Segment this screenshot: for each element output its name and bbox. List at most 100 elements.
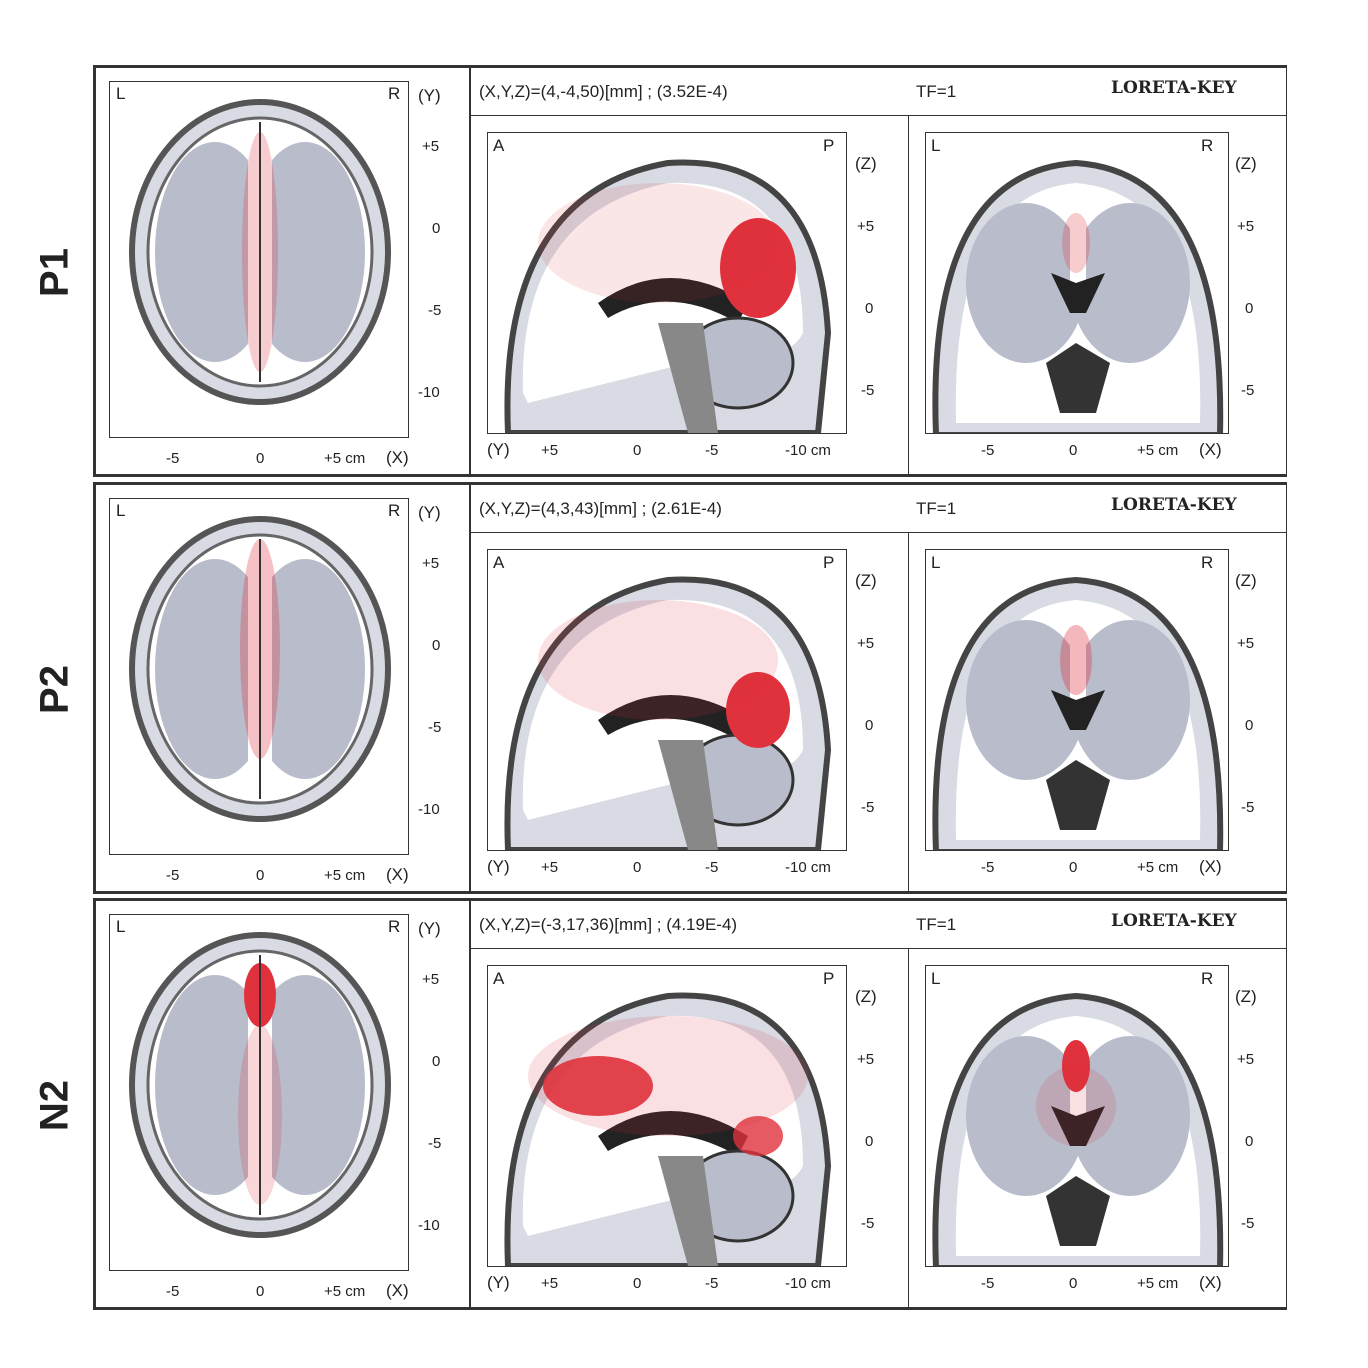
x-tick: -5 xyxy=(705,859,719,876)
activation-blob xyxy=(528,1016,808,1136)
row-label: N2 xyxy=(32,1079,77,1132)
info-header: (X,Y,Z)=(4,-4,50)[mm] ; (3.52E-4) TF=1 L… xyxy=(470,67,1287,117)
x-tick: -10 cm xyxy=(785,442,831,459)
y-tick: 0 xyxy=(432,1053,441,1070)
x-tick: -5 xyxy=(705,1275,719,1292)
info-header: (X,Y,Z)=(-3,17,36)[mm] ; (4.19E-4) TF=1 … xyxy=(470,900,1287,950)
sagittal-posterior-label: P xyxy=(823,136,835,155)
axial-y-axis-label: (Y) xyxy=(418,86,441,105)
activation-blob xyxy=(1062,213,1090,273)
figure-row: L R (Y) +5 0 -5 -10 -5 0 +5 cm (X) (X,Y,… xyxy=(93,898,1287,1310)
axial-y-axis-label: (Y) xyxy=(418,503,441,522)
activation-blob xyxy=(1062,1040,1090,1092)
axial-left-label: L xyxy=(116,917,126,936)
y-axis-label: (Y) xyxy=(487,1273,510,1292)
coronal-panel: L R (Z) +5 0 -5 -5 0 +5 cm (X) xyxy=(908,115,1287,475)
y-tick: -10 xyxy=(418,801,440,818)
x-tick: +5 xyxy=(541,442,559,459)
sagittal-slice-image xyxy=(487,965,847,1267)
x-axis-label: (X) xyxy=(1199,1273,1222,1292)
z-tick: +5 xyxy=(1237,218,1255,235)
sagittal-slice-image xyxy=(487,549,847,851)
y-tick: -10 xyxy=(418,1217,440,1234)
coronal-slice-image xyxy=(925,549,1229,851)
z-axis-label: (Z) xyxy=(855,154,877,173)
axial-slice-image xyxy=(109,914,409,1271)
tf-readout: TF=1 xyxy=(916,499,957,518)
x-tick: 0 xyxy=(1069,1275,1078,1292)
coronal-right-label: R xyxy=(1201,969,1214,988)
sagittal-panel: A P (Z) +5 0 -5 (Y) +5 0 -5 -10 cm xyxy=(470,115,909,475)
x-tick: 0 xyxy=(256,867,265,884)
x-tick: -10 cm xyxy=(785,1275,831,1292)
row-label: P2 xyxy=(32,665,77,714)
axial-brain-render xyxy=(129,516,391,822)
coronal-left-label: L xyxy=(931,553,941,572)
coronal-right-label: R xyxy=(1201,136,1214,155)
activation-blob xyxy=(1060,625,1092,695)
z-tick: -5 xyxy=(1241,382,1255,399)
figure-row: L R (Y) +5 0 -5 -10 -5 0 +5 cm (X) (X,Y,… xyxy=(93,65,1287,477)
info-header: (X,Y,Z)=(4,3,43)[mm] ; (2.61E-4) TF=1 LO… xyxy=(470,484,1287,534)
y-tick: +5 xyxy=(422,555,440,572)
z-tick: 0 xyxy=(1245,300,1254,317)
sagittal-panel: A P (Z) +5 0 -5 (Y) +5 0 -5 -10 cm xyxy=(470,532,909,892)
coordinates-readout: (X,Y,Z)=(4,3,43)[mm] ; (2.61E-4) xyxy=(479,499,722,518)
x-tick: 0 xyxy=(1069,442,1078,459)
axial-brain-render xyxy=(129,99,391,405)
z-tick: -5 xyxy=(1241,1215,1255,1232)
x-tick: -5 xyxy=(981,1275,995,1292)
z-tick: +5 xyxy=(1237,1051,1255,1068)
coordinates-readout: (X,Y,Z)=(4,-4,50)[mm] ; (3.52E-4) xyxy=(479,82,728,101)
sagittal-anterior-label: A xyxy=(493,553,505,572)
x-tick: +5 xyxy=(541,859,559,876)
sagittal-slice-image xyxy=(487,132,847,434)
coronal-left-label: L xyxy=(931,136,941,155)
coronal-slice-image xyxy=(925,965,1229,1267)
coronal-brain-render xyxy=(932,992,1224,1266)
activation-blob xyxy=(543,1056,653,1116)
axial-slice-image xyxy=(109,498,409,855)
y-tick: +5 xyxy=(422,138,440,155)
z-axis-label: (Z) xyxy=(855,571,877,590)
loreta-key-logo: LORETA-KEY xyxy=(1111,78,1237,98)
y-tick: +5 xyxy=(422,971,440,988)
sagittal-panel: A P (Z) +5 0 -5 (Y) +5 0 -5 -10 cm xyxy=(470,948,909,1308)
z-tick: -5 xyxy=(861,1215,875,1232)
axial-left-label: L xyxy=(116,501,126,520)
z-tick: 0 xyxy=(865,1133,874,1150)
tf-readout: TF=1 xyxy=(916,82,957,101)
x-tick: -5 xyxy=(166,450,180,467)
x-tick: +5 xyxy=(541,1275,559,1292)
y-tick: -5 xyxy=(428,1135,442,1152)
coronal-slice-image xyxy=(925,132,1229,434)
x-axis-label: (X) xyxy=(1199,440,1222,459)
coronal-left-label: L xyxy=(931,969,941,988)
activation-blob xyxy=(538,600,778,720)
x-tick: -10 cm xyxy=(785,859,831,876)
figure-row: L R (Y) +5 0 -5 -10 -5 0 +5 cm (X) (X,Y,… xyxy=(93,482,1287,894)
coronal-brain-render xyxy=(932,576,1224,850)
axial-left-label: L xyxy=(116,84,126,103)
x-axis-label: (X) xyxy=(386,1281,409,1300)
y-tick: -5 xyxy=(428,719,442,736)
z-tick: +5 xyxy=(1237,635,1255,652)
x-tick: +5 cm xyxy=(324,450,366,467)
axial-y-axis-label: (Y) xyxy=(418,919,441,938)
row-label: P1 xyxy=(32,248,77,297)
z-tick: +5 xyxy=(857,218,875,235)
x-tick: -5 xyxy=(705,442,719,459)
z-axis-label: (Z) xyxy=(1235,571,1257,590)
z-tick: 0 xyxy=(1245,717,1254,734)
axial-panel: L R (Y) +5 0 -5 -10 -5 0 +5 cm (X) xyxy=(95,900,470,1308)
z-tick: 0 xyxy=(865,717,874,734)
x-axis-label: (X) xyxy=(1199,857,1222,876)
x-tick: 0 xyxy=(633,1275,642,1292)
x-tick: -5 xyxy=(166,1283,180,1300)
sagittal-posterior-label: P xyxy=(823,553,835,572)
coronal-panel: L R (Z) +5 0 -5 -5 0 +5 cm (X) xyxy=(908,948,1287,1308)
z-tick: +5 xyxy=(857,635,875,652)
x-tick: +5 cm xyxy=(1137,859,1179,876)
z-tick: -5 xyxy=(861,382,875,399)
activation-blob xyxy=(1036,1066,1116,1146)
